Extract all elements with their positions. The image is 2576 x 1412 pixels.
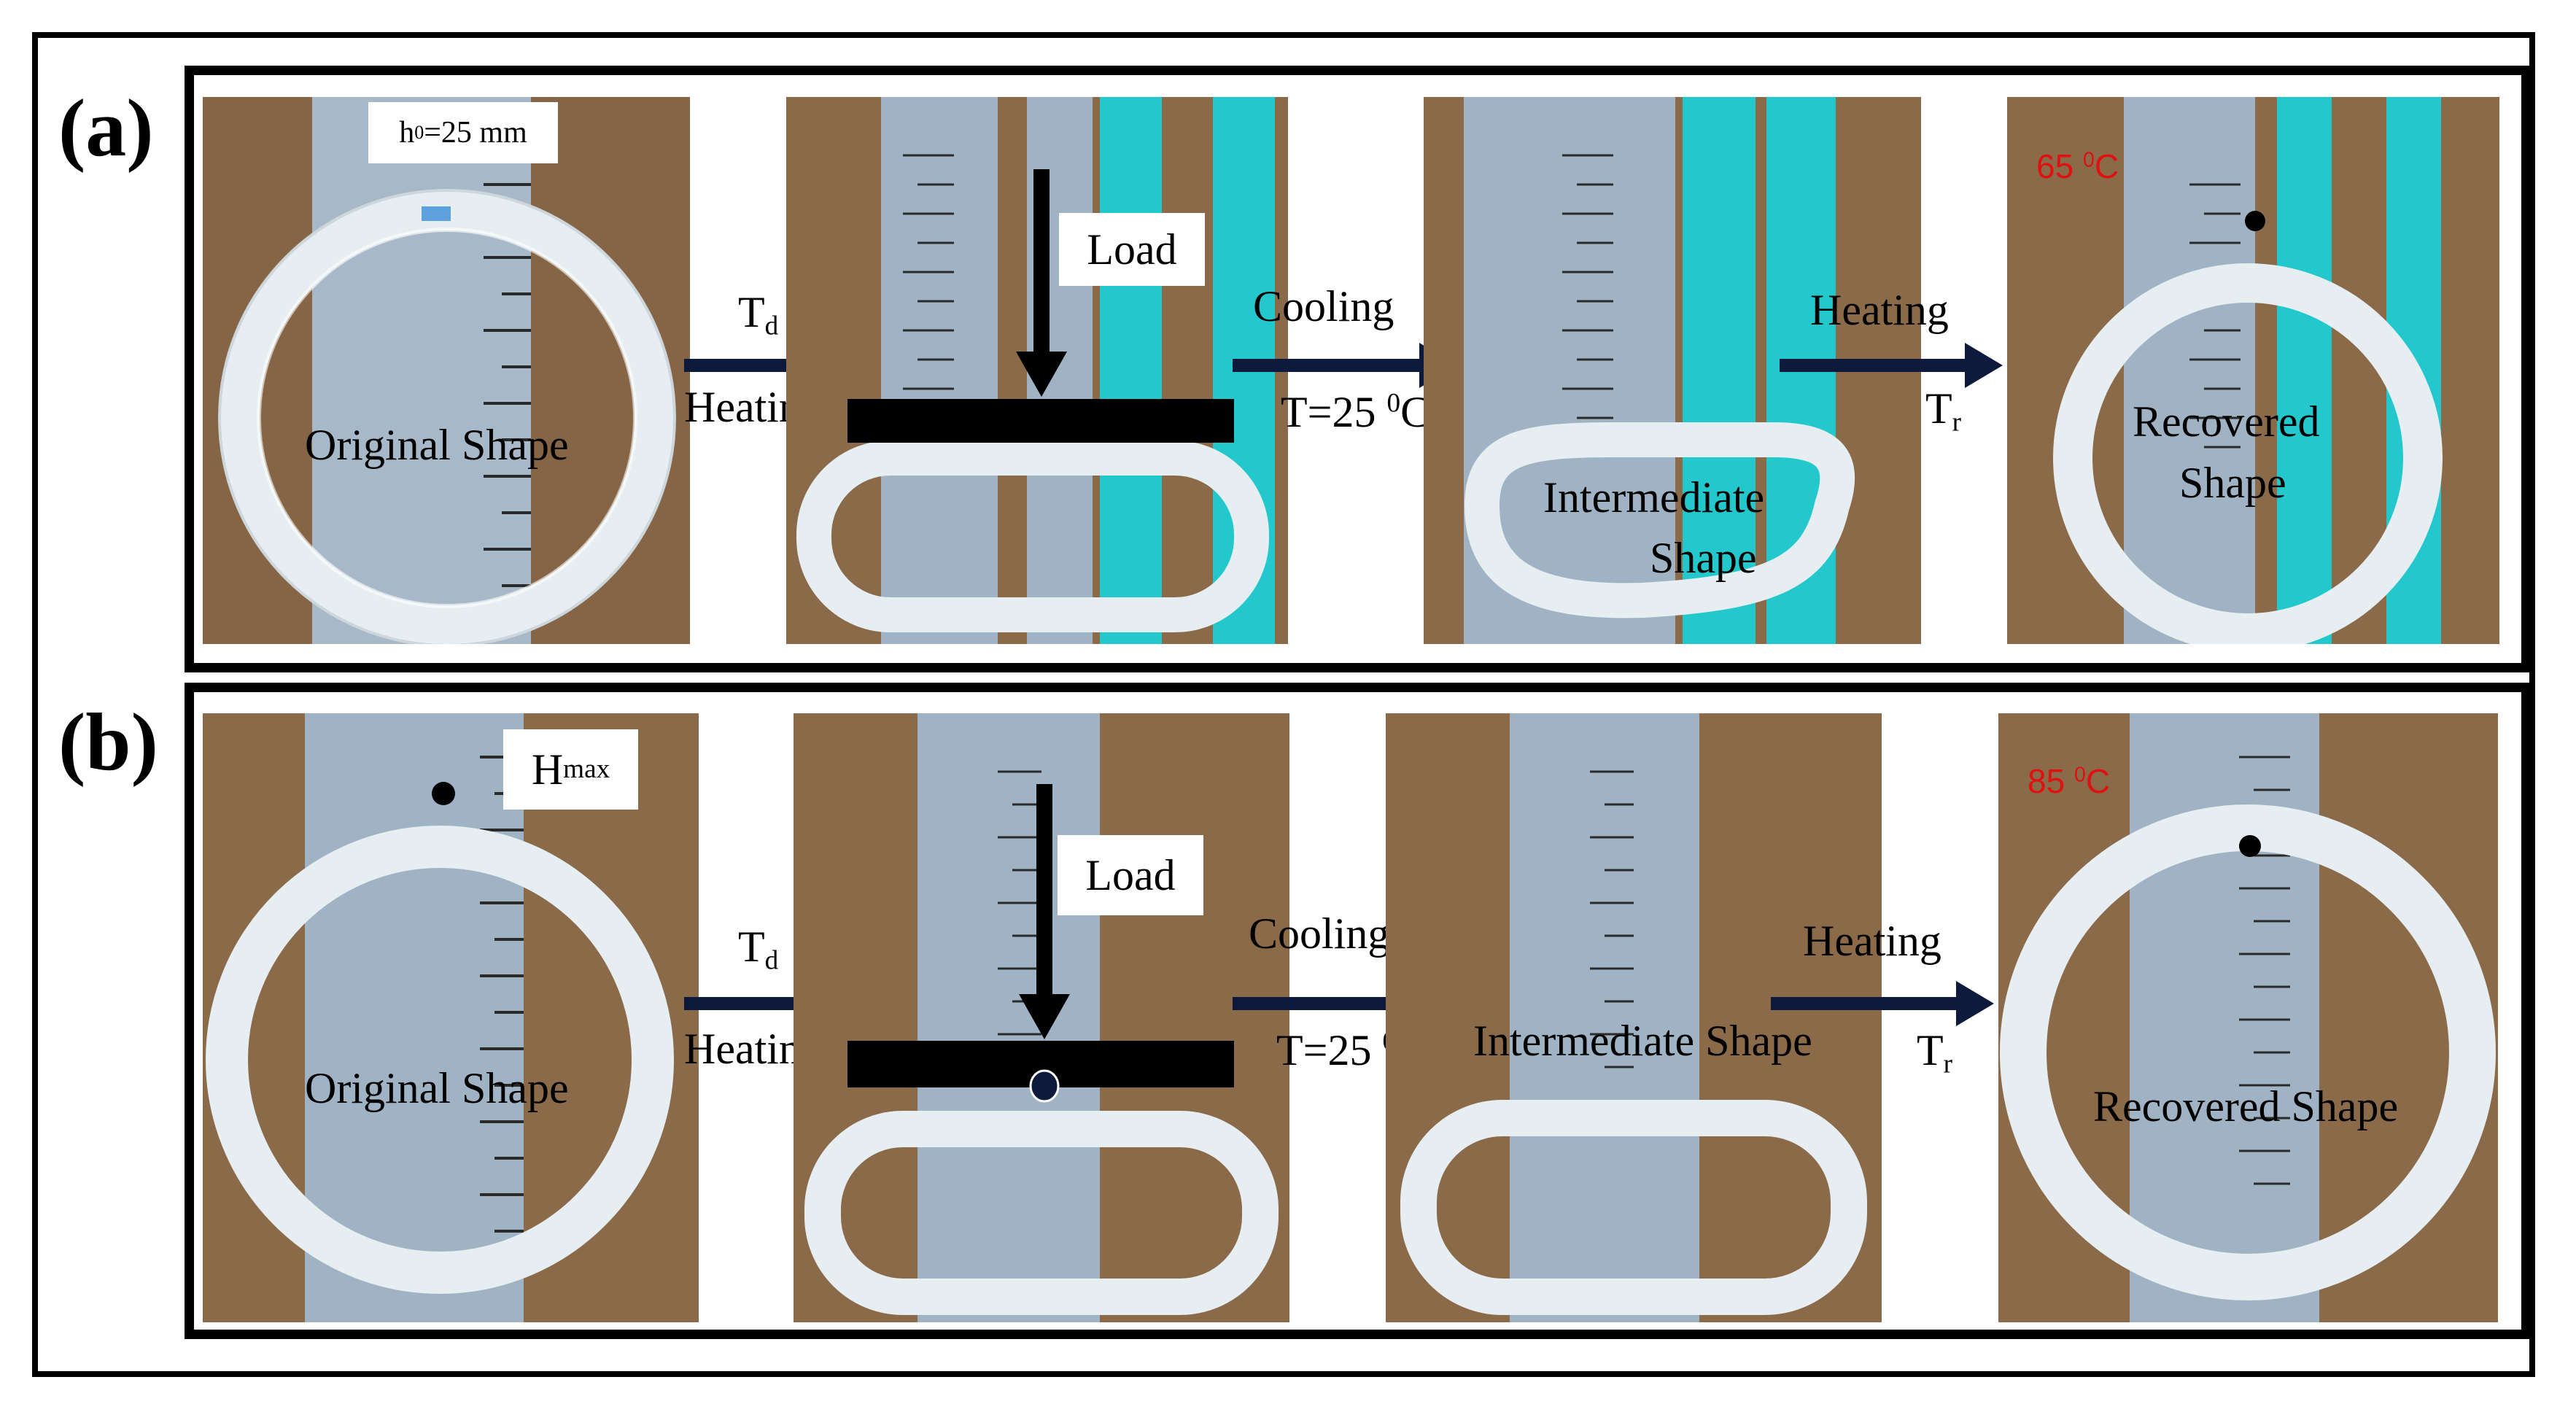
h0-sym: h xyxy=(399,116,415,150)
a-td-sub: d xyxy=(764,311,779,341)
b-recovered-temp-sup: 0 xyxy=(2073,763,2086,787)
a-td-label: Td xyxy=(738,288,778,340)
panel-a-label: (a) xyxy=(58,83,154,174)
a-cool-temp-pre: T=25 xyxy=(1281,388,1387,436)
arrow-b3 xyxy=(1771,981,1994,1026)
panel-b-frame xyxy=(185,683,2531,1339)
b-cooling-label: Cooling xyxy=(1249,909,1390,958)
hmax-sym: H xyxy=(531,745,564,794)
a-heating-tr-label: Heating xyxy=(1810,286,1949,334)
a-recovered-temp-unit: C xyxy=(2094,147,2119,185)
a-original-shape-label: Original Shape xyxy=(305,421,569,469)
h0-rest: =25 mm xyxy=(424,116,527,150)
a-recovered-line1: Recovered xyxy=(2133,397,2320,446)
a-recovered-temp-label: 65 0C xyxy=(2036,150,2119,183)
a-intermediate-line1: Intermediate xyxy=(1543,473,1765,521)
photo-b-intermediate xyxy=(1386,713,1882,1322)
a-load-plate xyxy=(847,399,1234,443)
b-tr-label: Tr xyxy=(1917,1026,1952,1078)
a-recovered-temp-sup: 0 xyxy=(2082,148,2095,172)
b-recovered-label: Recovered Shape xyxy=(2093,1082,2399,1130)
photo-b-recovered xyxy=(1998,713,2498,1322)
b-heating-tr-label: Heating xyxy=(1803,917,1941,965)
a-recovered-temp-num: 65 xyxy=(2036,147,2083,185)
a-tr-label: Tr xyxy=(1925,384,1961,436)
b-load-label: Load xyxy=(1058,835,1203,915)
b-recovered-temp-label: 85 0C xyxy=(2028,764,2110,798)
a-cooling-label: Cooling xyxy=(1253,282,1394,330)
b-original-shape-label: Original Shape xyxy=(305,1064,569,1112)
a-td-sym: T xyxy=(738,288,765,336)
arrow-a2 xyxy=(1233,343,1457,388)
a-load-label: Load xyxy=(1059,213,1205,286)
b-cool-temp-pre: T=25 xyxy=(1276,1026,1383,1074)
panel-a-frame xyxy=(185,66,2531,672)
panel-b-label: (b) xyxy=(58,697,158,788)
arrow-b1 xyxy=(684,981,890,1026)
a-cool-temp-label: T=25 0C xyxy=(1281,388,1429,436)
b-intermediate-label: Intermediate Shape xyxy=(1473,1017,1812,1065)
a-tr-sub: r xyxy=(1952,407,1962,438)
b-load-arrow xyxy=(1019,784,1070,1039)
outer-frame xyxy=(32,32,2535,1377)
a-intermediate-line2: Shape xyxy=(1650,534,1757,582)
b-td-sub: d xyxy=(764,945,779,976)
arrow-b2 xyxy=(1233,981,1457,1026)
a-cool-temp-sup: 0 xyxy=(1386,388,1401,419)
b-td-sym: T xyxy=(738,923,765,971)
a-tr-sym: T xyxy=(1925,384,1952,432)
b-recovered-temp-num: 85 xyxy=(2028,762,2074,800)
b-td-label: Td xyxy=(738,923,778,974)
a-load-arrow xyxy=(1016,169,1067,397)
arrow-a3 xyxy=(1780,343,2003,388)
b-contact-dot xyxy=(1029,1069,1060,1103)
b-tr-sub: r xyxy=(1943,1049,1953,1079)
b-recovered-temp-unit: C xyxy=(2085,762,2111,800)
a-recovered-line2: Shape xyxy=(2179,459,2286,507)
b-tr-sym: T xyxy=(1917,1026,1944,1074)
photo-a-recovered xyxy=(2007,97,2499,644)
photo-b-original xyxy=(203,713,699,1322)
photo-a-original xyxy=(203,97,690,644)
